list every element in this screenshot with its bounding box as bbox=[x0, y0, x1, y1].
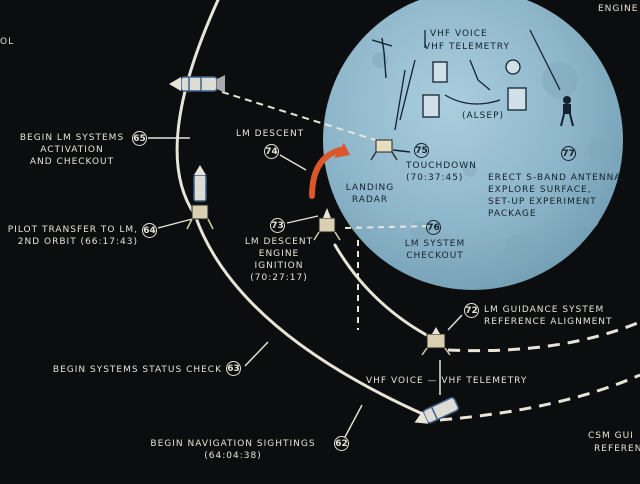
inner-dashed-orbit bbox=[447, 320, 640, 353]
event-75-number: 75 bbox=[414, 143, 429, 158]
event-77-number: 77 bbox=[561, 146, 576, 161]
descent-orbit-arc bbox=[333, 243, 434, 340]
vhf-voice-label: VHF VOICE bbox=[430, 29, 488, 39]
moon bbox=[323, 0, 623, 290]
event-62-label: BEGIN NAVIGATION SIGHTINGS (64:04:38) bbox=[150, 439, 316, 461]
outer-dashed-orbit bbox=[439, 373, 640, 422]
csm-spacecraft-icon bbox=[169, 75, 225, 93]
lunar-module-landed-icon bbox=[370, 139, 398, 161]
vhf-link-label: VHF VOICE — VHF TELEMETRY bbox=[366, 376, 528, 386]
event-74-label: LM DESCENT bbox=[236, 129, 305, 139]
vhf-telemetry-label: VHF TELEMETRY bbox=[424, 42, 510, 52]
event-77-label: ERECT S-BAND ANTENNA, EXPLORE SURFACE, S… bbox=[488, 173, 626, 219]
event-76-label: LM SYSTEM CHECKOUT bbox=[404, 239, 466, 261]
leader-lines bbox=[148, 137, 463, 438]
docked-lm-csm-icon bbox=[186, 165, 214, 230]
csm-to-lm-dashed-line bbox=[221, 91, 386, 144]
s-band-antenna-icon bbox=[371, 37, 393, 79]
event-65-label: BEGIN LM SYSTEMS ACTIVATION AND CHECKOUT bbox=[19, 133, 125, 167]
astronaut-icon bbox=[560, 96, 574, 127]
event-62-number: 62 bbox=[334, 436, 349, 451]
event-74-number: 74 bbox=[264, 144, 279, 159]
descent-arrowhead bbox=[334, 143, 350, 158]
event-72-number: 72 bbox=[464, 303, 479, 318]
corner-label-top-right: ENGINE bbox=[598, 4, 639, 14]
ignition-dashed-line bbox=[344, 225, 431, 229]
event-65-number: 65 bbox=[132, 131, 147, 146]
event-64-label: PILOT TRANSFER TO LM, 2ND ORBIT (66:17:4… bbox=[7, 225, 138, 247]
landing-radar-label: LANDING RADAR bbox=[345, 183, 395, 205]
descent-arrow bbox=[309, 147, 343, 199]
experiment-package-icon bbox=[394, 29, 561, 131]
lunar-module-orbit-icon bbox=[421, 327, 451, 356]
alsep-label: (ALSEP) bbox=[462, 111, 505, 121]
event-75-label: TOUCHDOWN (70:37:45) bbox=[406, 161, 477, 183]
corner-label-bottom-right-2: REFEREN bbox=[594, 444, 640, 454]
event-63-label: BEGIN SYSTEMS STATUS CHECK bbox=[52, 365, 222, 375]
lunar-module-icon bbox=[313, 208, 341, 241]
corner-label-bottom-right-1: CSM GUI bbox=[588, 431, 634, 441]
event-64-number: 64 bbox=[142, 223, 157, 238]
event-76-number: 76 bbox=[426, 220, 441, 235]
event-73-number: 73 bbox=[270, 218, 285, 233]
event-73-label: LM DESCENT ENGINE IGNITION (70:27:17) bbox=[244, 237, 314, 283]
event-63-number: 63 bbox=[226, 361, 241, 376]
csm-orbit-icon bbox=[414, 396, 459, 424]
corner-label-top-left: OL bbox=[0, 37, 15, 47]
event-72-label: LM GUIDANCE SYSTEM REFERENCE ALIGNMENT bbox=[484, 305, 613, 327]
